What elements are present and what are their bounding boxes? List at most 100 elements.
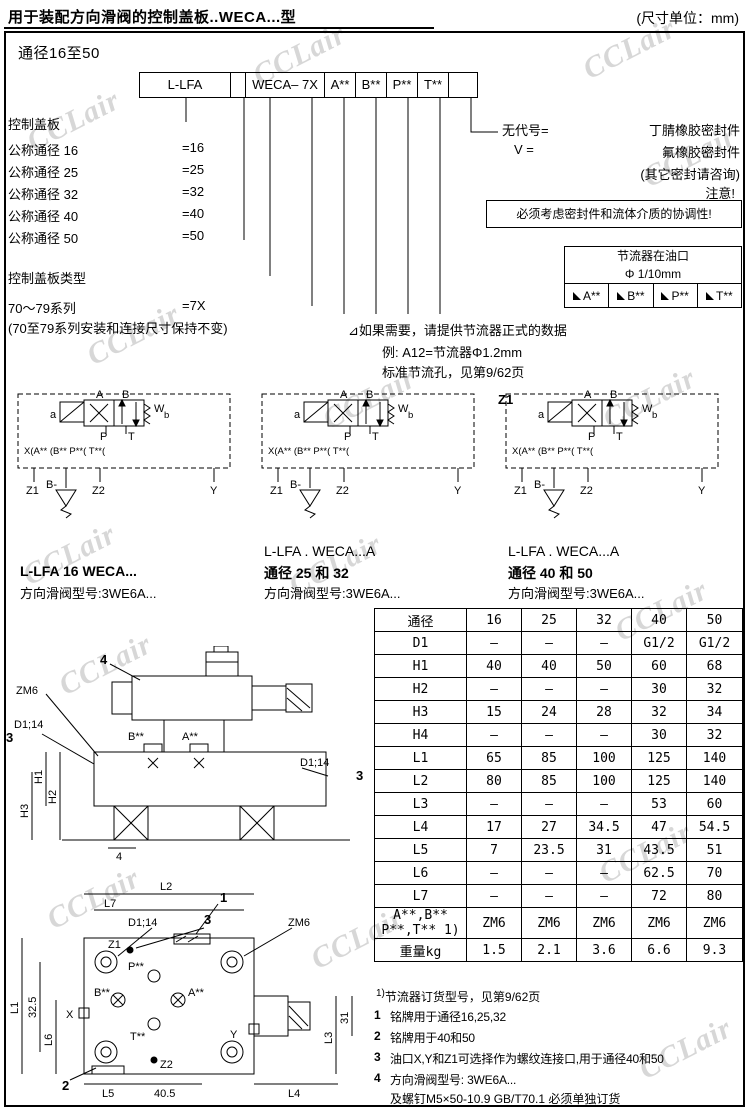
pilot-lines — [33, 468, 215, 519]
schematic-caption-line1: L-LFA . WECA...A — [264, 543, 376, 559]
port-t-label: T — [372, 431, 379, 443]
dims-value-cell: 32 — [686, 677, 743, 701]
throttle-note-2: 例: A12=节流器Φ1.2mm — [382, 345, 523, 360]
throttle-port-cell: P** — [652, 284, 697, 307]
spring-w-label: W — [642, 403, 653, 415]
subplate-outline — [261, 393, 475, 469]
dims-value-cell: 9.3 — [686, 938, 743, 962]
dims-value-cell: – — [466, 631, 522, 655]
pilot-lines — [521, 468, 703, 519]
triangle-marker — [706, 291, 715, 300]
dim-h2: H2 — [47, 790, 59, 804]
ordering-code: =25 — [182, 162, 205, 177]
spring-b-label: b — [408, 410, 413, 421]
port-b-label: B** — [94, 987, 111, 999]
port-b-label: B — [610, 389, 617, 401]
valve-symbol — [59, 398, 151, 434]
dims-value-cell: – — [466, 723, 522, 747]
callout-3: 3 — [6, 730, 13, 745]
throttle-box-subtitle: Φ 1/10mm — [624, 267, 682, 281]
dims-value-cell: 85 — [521, 746, 577, 770]
dims-col-header: 16 — [466, 608, 522, 632]
dims-value-cell: – — [466, 884, 522, 908]
spring-b-label: b — [652, 410, 657, 421]
side-view-drawing: 4 ZM6 D1;14 3 B** A** D1;14 3 H1 H2 H3 4 — [6, 646, 363, 863]
d1-label-right: D1;14 — [300, 757, 329, 769]
leader-lines — [41, 663, 329, 777]
dims-value-cell: 72 — [631, 884, 687, 908]
throttle-port: B** — [627, 288, 645, 303]
schematic-caption: L-LFA 16 WECA... 方向滑阀型号:3WE6A... — [20, 543, 244, 603]
cover-plate-body — [62, 743, 350, 841]
z1-label: Z1 — [26, 485, 39, 497]
dims-value-cell: ZM6 — [631, 907, 687, 939]
dims-value-cell: 51 — [686, 838, 743, 862]
ordering-label-row: 公称通径 25=25 — [8, 162, 348, 181]
ordering-label: 公称通径 16 — [8, 143, 79, 158]
dim-l5: L5 — [102, 1088, 114, 1100]
spring-w-label: W — [398, 403, 409, 415]
spring-w-label: W — [154, 403, 165, 415]
dims-value-cell: – — [521, 723, 577, 747]
dim-l2: L2 — [160, 881, 172, 893]
throttle-port-cell: A** — [565, 284, 608, 307]
dims-value-cell: G1/2 — [631, 631, 687, 655]
port-z2-label: Z2 — [160, 1059, 173, 1071]
callout-4: 4 — [100, 652, 108, 667]
dim-40-5: 40.5 — [154, 1088, 175, 1100]
port-b-label: B — [122, 389, 129, 401]
attention-label: 注意! — [705, 186, 735, 201]
dims-value-cell: – — [576, 884, 632, 908]
dims-value-cell: 80 — [686, 884, 743, 908]
dims-value-cell: 53 — [631, 792, 687, 816]
subplate-outline — [505, 393, 719, 469]
solenoid-a-label: a — [294, 409, 301, 421]
port-p-label: P — [100, 431, 107, 443]
dims-value-cell: 60 — [686, 792, 743, 816]
footnote-text: 节流器订货型号，见第9/62页 — [384, 990, 541, 1004]
dims-value-cell: 30 — [631, 723, 687, 747]
dims-label-cell: L4 — [374, 815, 467, 839]
port-b-label: B** — [128, 731, 145, 743]
ordering-label-row: 公称通径 40=40 — [8, 206, 348, 225]
schematic-caption-line2: 通径 40 和 50 — [508, 565, 593, 581]
z2-label: Z2 — [580, 485, 593, 497]
dims-label-cell: A**,B** P**,T** 1) — [374, 907, 467, 939]
code-box — [230, 72, 246, 98]
dims-label-cell: H2 — [374, 677, 467, 701]
code-box: B** — [355, 72, 387, 98]
note-text: 方向滑阀型号: 3WE6A... — [390, 1073, 517, 1087]
dim-4: 4 — [116, 851, 122, 863]
dims-value-cell: – — [466, 861, 522, 885]
seal-other-note: (其它密封请咨询) — [640, 167, 740, 182]
throttle-port: T** — [716, 288, 733, 303]
dims-value-cell: 40 — [466, 654, 522, 678]
note-continuation: 及螺钉M5×50-10.9 GB/T70.1 必须单独订货 — [390, 1092, 621, 1106]
ordering-label: 公称通径 50 — [8, 231, 79, 246]
dims-col-header: 50 — [686, 608, 743, 632]
port-t-label: T — [128, 431, 135, 443]
dims-label-cell: L7 — [374, 884, 467, 908]
drain-label: B- — [290, 479, 301, 491]
ordering-code: =7X — [182, 298, 206, 313]
z1-external-label: Z1 — [498, 392, 513, 407]
code-box: T** — [417, 72, 449, 98]
dims-value-cell: 50 — [576, 654, 632, 678]
title-rule — [4, 27, 434, 29]
dims-value-cell: 31 — [576, 838, 632, 862]
valve-symbol — [547, 398, 639, 434]
port-a-label: A — [340, 389, 348, 401]
d1-label-left: D1;14 — [14, 719, 43, 731]
pilot-lines — [277, 468, 459, 519]
ordering-label: 70～79系列 — [8, 301, 76, 316]
y-label: Y — [454, 485, 462, 497]
dims-value-cell: – — [466, 792, 522, 816]
dims-col-header: 通径 — [374, 608, 467, 632]
